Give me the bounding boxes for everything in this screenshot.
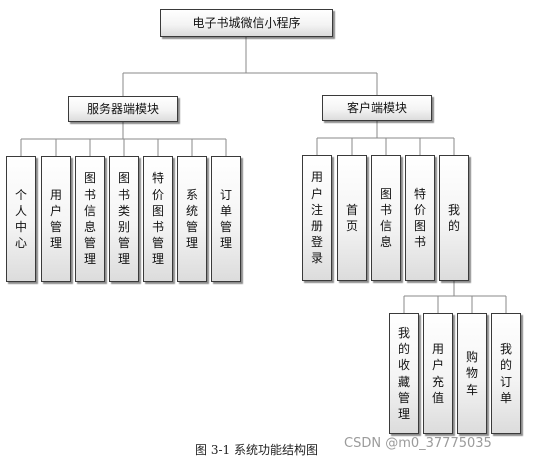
server-module-node: 服务器端模块 [68,96,178,122]
server-item-2: 用户管理 [41,156,71,282]
figure-caption: 图 3-1 系统功能结构图 [195,443,318,457]
client-module-label: 客户端模块 [346,100,407,115]
client-item-3: 图书信息 [371,155,401,281]
mine-item-3: 购物车 [457,313,487,434]
server-module-label: 服务器端模块 [86,101,159,116]
server-item-4: 图书类别管理 [109,156,139,282]
client-module-node: 客户端模块 [322,95,432,121]
root-node-label: 电子书城微信小程序 [192,15,301,30]
client-item-5: 我的 [439,155,469,281]
client-item-1: 用户注册登录 [302,155,332,281]
server-item-7: 订单管理 [211,156,241,282]
server-item-6: 系统管理 [177,156,207,282]
server-item-3: 图书信息管理 [75,156,105,282]
client-item-4: 特价图书 [405,155,435,281]
root-node: 电子书城微信小程序 [160,9,333,37]
server-item-5: 特价图书管理 [143,156,173,282]
server-item-1: 个人中心 [6,156,36,282]
mine-item-1: 我的收藏管理 [389,313,419,434]
client-item-2: 首页 [337,155,367,281]
mine-item-4: 我的订单 [491,313,521,434]
watermark: CSDN @m0_37775035 [344,436,492,451]
mine-item-2: 用户充值 [423,313,453,434]
